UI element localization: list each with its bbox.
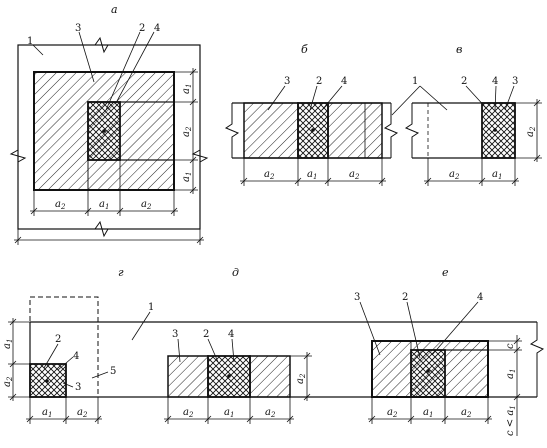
label-2: 2 [461,76,467,87]
label-3: 3 [172,329,178,340]
dim-a1-top: a1 [181,84,193,94]
dim-a2: a2 [349,169,360,181]
label-5: 5 [110,366,116,377]
break-mark [191,149,209,163]
label-2: 2 [55,334,61,345]
label-1: 1 [148,302,154,313]
dim-a2-vert: a2 [2,376,14,387]
dim-a2: a2 [265,407,276,419]
dim-a2: a2 [387,407,398,419]
zone-3-hatched-right [249,355,291,398]
break-mark [94,220,109,238]
dim-chain-right [174,68,198,194]
dim-a1-mid: a1 [99,199,109,211]
dim-a2: a2 [449,169,460,181]
break-mark [94,36,109,54]
label-4: 4 [73,351,79,362]
label-4: 4 [228,329,234,340]
dim-a1: a1 [224,407,234,419]
dim-a1: a1 [307,169,317,181]
zone-3-hatched-left [167,355,209,398]
label-2: 2 [203,329,209,340]
panel-label-a: а [111,3,118,16]
dim-a1-vert: a1 [505,369,517,379]
label-3: 3 [75,23,81,34]
zone-3-hatched-right [327,102,383,159]
dim-a2-right: a2 [141,199,152,211]
break-mark [9,149,27,163]
dim-a1: a1 [42,407,52,419]
dim-a2-vert: a2 [525,126,537,137]
label-4: 4 [477,292,483,303]
zone-3-hatched-left [243,102,299,159]
dim-a2-left: a2 [55,199,66,211]
panel-v: в 1 2 4 3 a2 a1 a2 [391,43,542,186]
label-4: 4 [154,23,160,34]
panel-b: б 3 2 4 a2 a1 a2 [224,43,399,186]
dim-a1: a1 [423,407,433,419]
dim-a1-bottom: a1 [181,172,193,182]
dim-chain-bottom [14,160,204,245]
zone-4-crosshatch [410,349,446,398]
dim-a2: a2 [264,169,275,181]
label-1: 1 [27,36,33,47]
dim-chain-v [424,99,542,186]
dim-a2-vert: a2 [181,126,193,137]
label-3: 3 [75,382,81,393]
label-2: 2 [402,292,408,303]
dim-chain-g [8,318,102,424]
label-1: 1 [412,76,418,87]
dim-a2-vert: a2 [295,373,307,384]
label-4: 4 [341,76,347,87]
panel-label-b: б [301,43,308,56]
label-2: 2 [139,23,145,34]
dim-a2: a2 [183,407,194,419]
slab-outline [17,44,201,230]
panel-label-e: е [442,266,449,279]
load-point [102,129,106,133]
dim-c: c [505,343,516,349]
panel-a: а 1 3 2 4 [9,3,209,245]
label-3: 3 [354,292,360,303]
zone-4-crosshatch [481,102,516,159]
label-4: 4 [492,76,498,87]
dim-a2: a2 [461,407,472,419]
panel-label-g: г [118,266,124,279]
panel-label-d: д [232,266,239,279]
dim-chain-e [368,335,522,436]
dim-chain-d [164,352,312,424]
label-2: 2 [316,76,322,87]
dim-a1-vert: a1 [2,339,14,349]
label-3: 3 [284,76,290,87]
panel-label-v: в [456,43,462,56]
label-3: 3 [512,76,518,87]
dim-c-lt-a1: c < a1 [505,405,517,436]
zone-column [87,101,121,191]
dim-a2: a2 [77,407,88,419]
dim-chain-b [240,158,386,186]
bottom-strip: г д е 1 2 4 3 5 [2,266,545,436]
dim-a1: a1 [492,169,502,181]
